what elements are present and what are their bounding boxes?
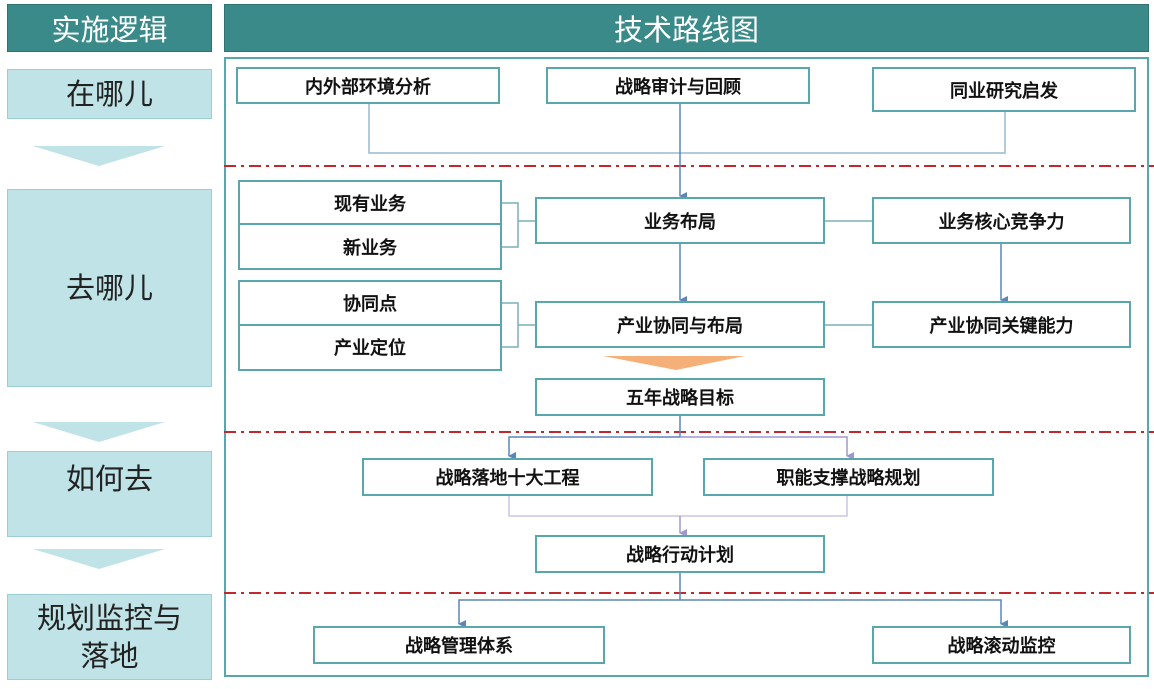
box-functional-support: 职能支撑战略规划	[703, 458, 994, 496]
merge-to-action-plan	[508, 495, 848, 517]
box-env-analysis: 内外部环境分析	[236, 67, 500, 104]
logic-header: 实施逻辑	[7, 4, 212, 52]
box-synergy-points: 协同点	[240, 282, 500, 326]
box-business-pair: 现有业务 新业务	[238, 180, 502, 270]
stage-chevron-3	[33, 549, 165, 569]
box-strategy-audit: 战略审计与回顾	[546, 67, 810, 104]
box-action-plan: 战略行动计划	[535, 535, 825, 573]
stage-plan-monitor: 规划监控与落地	[7, 594, 212, 680]
box-management-system: 战略管理体系	[313, 626, 605, 664]
stage-where-now: 在哪儿	[7, 69, 212, 119]
stage-chevron-2	[33, 422, 165, 442]
stage-where-to: 去哪儿	[7, 189, 212, 387]
stage-chevron-1	[33, 146, 165, 166]
orange-triangle	[603, 356, 745, 370]
box-ten-projects: 战略落地十大工程	[362, 458, 653, 496]
box-peer-research: 同业研究启发	[872, 67, 1136, 112]
goal-split-left	[508, 436, 680, 460]
stage-how-to: 如何去	[7, 451, 212, 537]
action-split-left	[458, 599, 680, 628]
box-core-competitiveness: 业务核心竞争力	[872, 197, 1131, 244]
box-new-business: 新业务	[343, 237, 397, 259]
bracket-industry	[502, 302, 519, 348]
box-five-year-goal: 五年战略目标	[535, 378, 825, 416]
box-business-layout: 业务布局	[535, 197, 825, 244]
bracket-business	[502, 202, 519, 248]
roadmap-header: 技术路线图	[224, 4, 1149, 52]
box-industry-key-capability: 产业协同关键能力	[872, 301, 1131, 348]
box-industry-positioning: 产业定位	[334, 338, 406, 360]
box-existing-business: 现有业务	[240, 182, 500, 225]
box-industry-synergy-layout: 产业协同与布局	[535, 301, 825, 348]
connector-env-merge	[368, 103, 1006, 154]
box-industry-pair: 协同点 产业定位	[238, 280, 502, 371]
action-split-right	[680, 599, 1008, 628]
roadmap-frame	[224, 57, 1149, 677]
box-rolling-monitoring: 战略滚动监控	[872, 626, 1131, 664]
goal-split-right	[680, 436, 854, 460]
